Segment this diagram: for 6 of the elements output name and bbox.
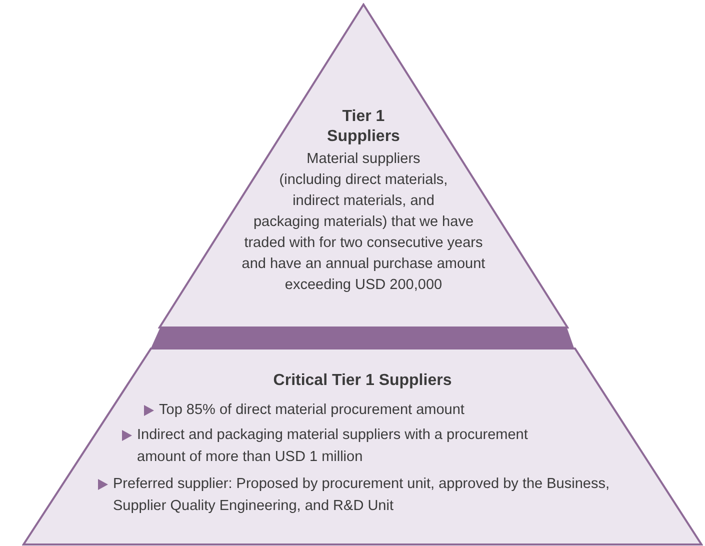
tier-heading: Tier 1 Suppliers xyxy=(326,107,401,147)
bullet-text: Preferred supplier: Proposed by procurement unit, approved by the Business, Supplier Quality Engineering, and R&D Unit xyxy=(113,475,610,516)
tier-description: Material suppliers (including direct materials, indirect materials, and packaging materials) that we have traded with for two consecutive years and have an annual purchase amount exceeding USD 200,000 xyxy=(240,150,486,295)
tier-heading: Critical Tier 1 Suppliers xyxy=(272,371,453,391)
bullet-text: Top 85% of direct material procurement amount xyxy=(159,401,466,420)
bullet-text: Indirect and packaging material suppliers with a procurement amount of more than USD 1 million xyxy=(137,426,529,467)
